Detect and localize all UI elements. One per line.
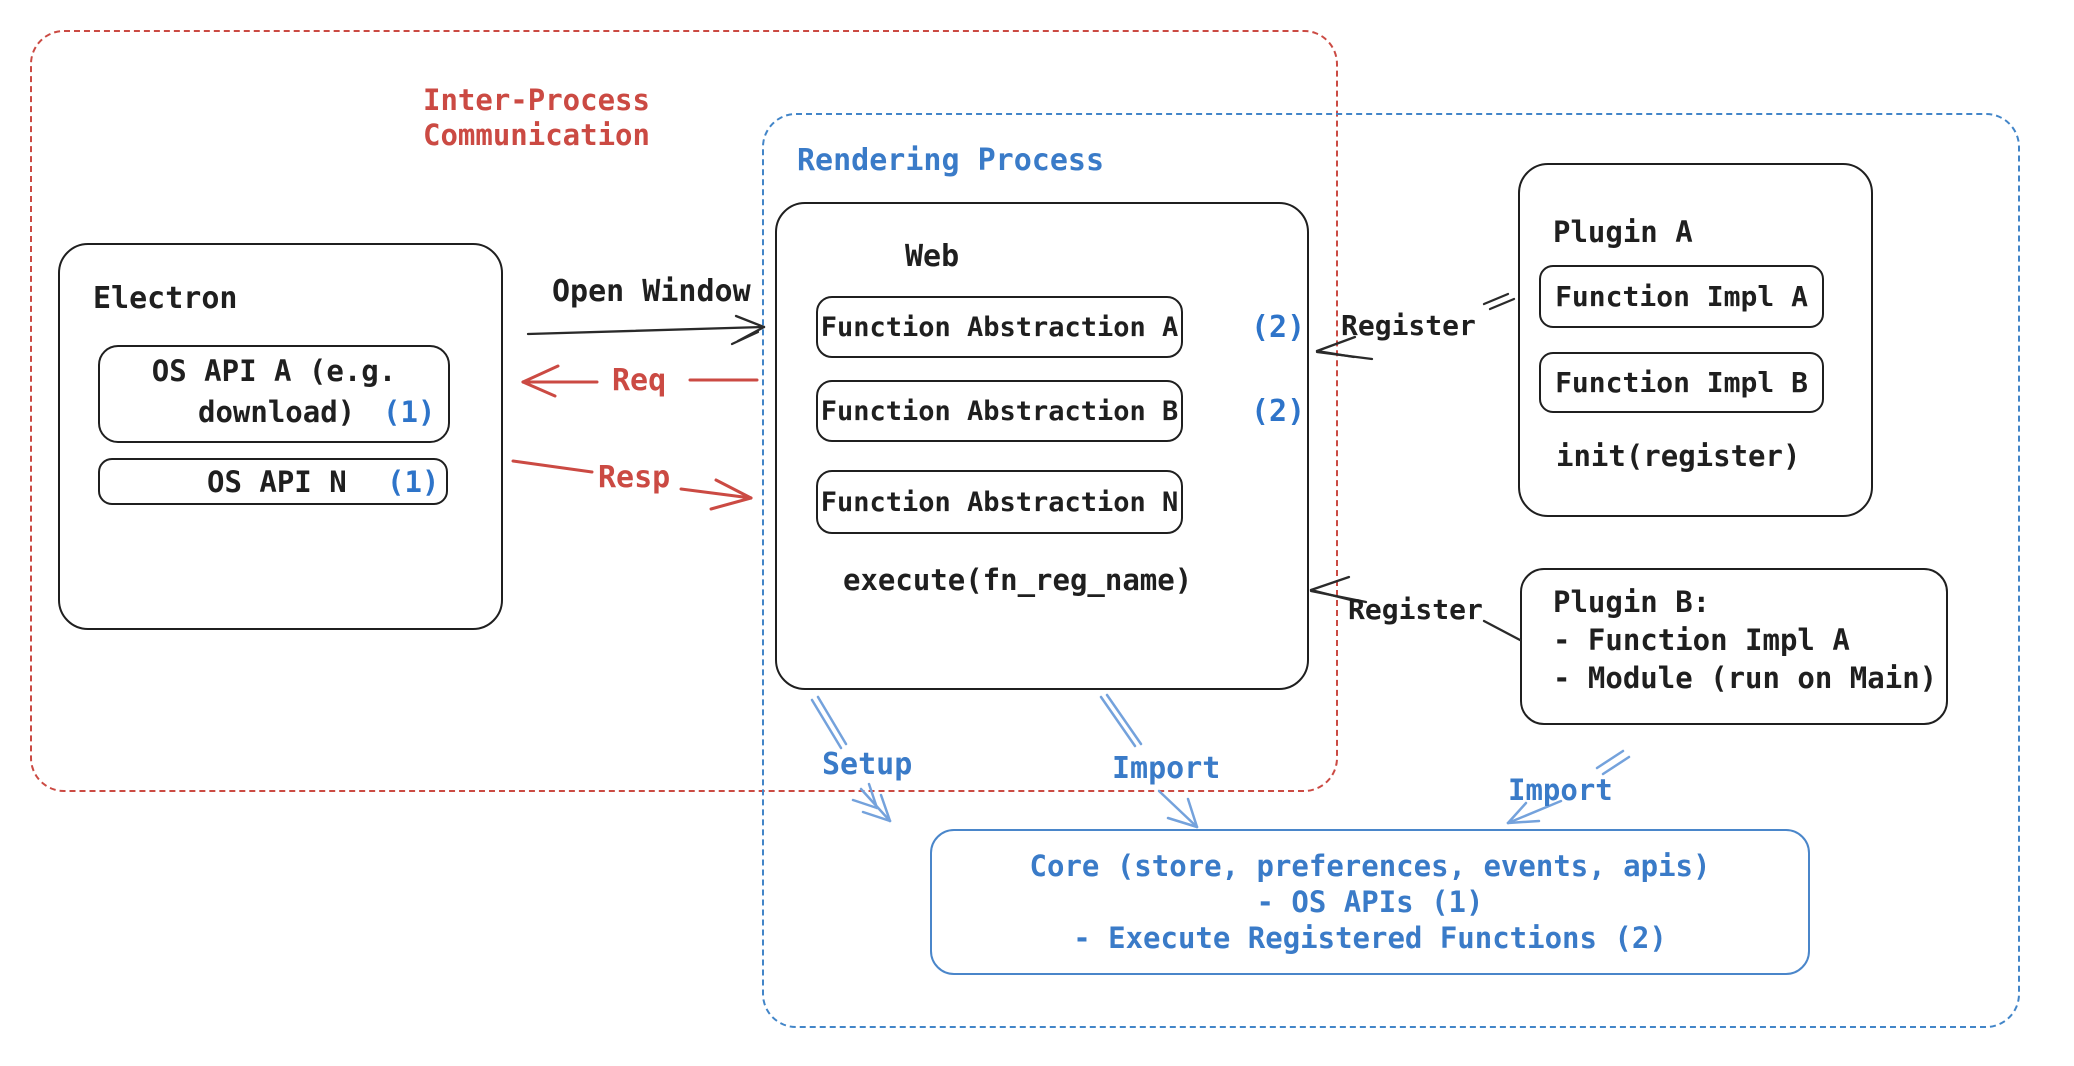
register-a-label: Register [1341,309,1476,342]
register-b-label: Register [1348,593,1483,626]
rendering-process-dashed-region [762,113,2020,1028]
import-plugin-label: Import [1508,773,1613,807]
function-impl-b-box: Function Impl B [1539,352,1824,413]
function-abstraction-b-box: Function Abstraction B [816,380,1183,442]
function-abstraction-n-label: Function Abstraction N [820,486,1179,518]
os-api-a-line2: download) [198,395,356,429]
req-label: Req [612,363,667,398]
web-box [775,202,1309,690]
open-window-label: Open Window [552,274,751,309]
core-line1: Core (store, preferences, events, apis) [1029,849,1711,883]
plugin-b-line1: Plugin B: [1553,585,1711,619]
function-abstraction-a-badge: (2) [1251,310,1306,345]
function-impl-a-box: Function Impl A [1539,265,1824,328]
core-line3: - Execute Registered Functions (2) [1073,921,1667,955]
plugin-a-title: Plugin A [1553,215,1693,249]
resp-label: Resp [598,460,671,495]
function-abstraction-b-label: Function Abstraction B [820,395,1179,427]
os-api-a-badge: (1) [383,395,436,429]
function-impl-a-label: Function Impl A [1555,280,1808,313]
os-api-n-label: OS API N [207,465,347,499]
os-api-n-box [98,458,448,505]
plugin-b-line3: - Module (run on Main) [1553,661,1938,695]
os-api-n-badge: (1) [387,465,440,499]
function-abstraction-n-box: Function Abstraction N [816,470,1183,534]
ipc-label-line1: Inter-Process [423,83,650,117]
electron-title: Electron [93,281,238,316]
function-abstraction-a-box: Function Abstraction A [816,296,1183,358]
os-api-a-line1: OS API A (e.g. [151,354,397,388]
setup-label: Setup [822,747,913,782]
rendering-process-label: Rendering Process [797,143,1105,178]
plugin-b-box [1520,568,1948,725]
web-title: Web [905,239,960,274]
ipc-label-line2: Communication [423,118,650,152]
plugin-a-init-label: init(register) [1556,439,1801,473]
core-box [930,829,1810,975]
function-abstraction-a-label: Function Abstraction A [820,311,1179,343]
plugin-a-box [1518,163,1873,517]
function-impl-b-label: Function Impl B [1555,366,1808,399]
import-web-label: Import [1112,751,1221,786]
os-api-a-box [98,345,450,443]
execute-label: execute(fn_reg_name) [843,563,1193,597]
core-line2: - OS APIs (1) [1256,885,1484,919]
ipc-dashed-region [30,30,1338,792]
function-abstraction-b-badge: (2) [1251,394,1306,429]
plugin-b-line2: - Function Impl A [1553,623,1850,657]
